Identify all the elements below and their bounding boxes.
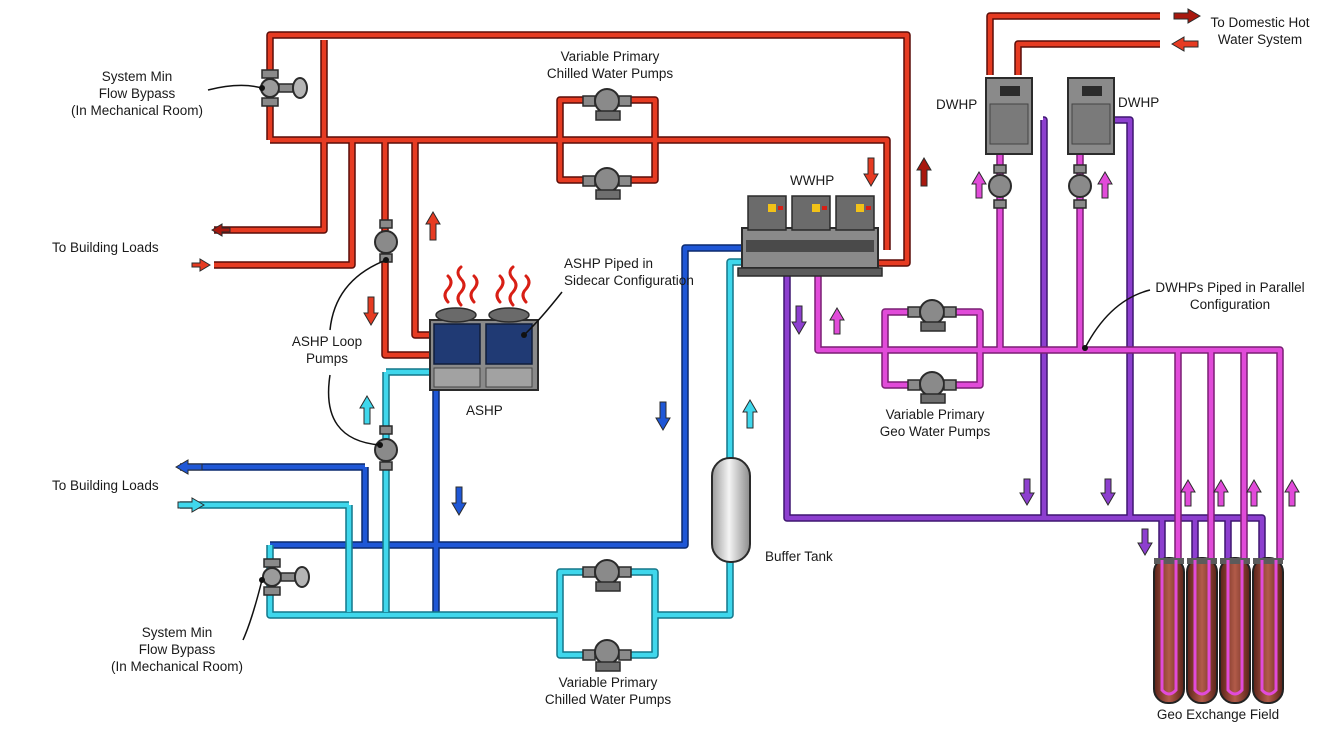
chw-pump-top-1 (582, 88, 632, 121)
geo-exchange-field (1153, 557, 1284, 704)
leader-line (329, 259, 387, 331)
ashp-unit (429, 307, 539, 391)
chw-pumps-top-label: Variable Primary Chilled Water Pumps (546, 49, 674, 81)
arrow-up-icon (1097, 171, 1113, 199)
leader-line (242, 579, 263, 641)
dwhp-pump-2 (1068, 164, 1092, 209)
arrow-down-icon (1137, 528, 1153, 556)
arrow-up-icon (829, 307, 845, 335)
borehole (1186, 557, 1218, 704)
bypass-valve-bottom (262, 558, 310, 596)
dwhp-unit-right (1067, 77, 1115, 155)
arrow-up-icon (1246, 479, 1262, 507)
bypass-valve-top (260, 69, 308, 107)
arrow-right-icon (1173, 8, 1201, 24)
ashp-label: ASHP (466, 403, 503, 418)
dwhp-left-label: DWHP (936, 97, 978, 112)
arrow-down-icon (363, 296, 379, 326)
arrow-up-icon (425, 211, 441, 241)
leader-dots (259, 85, 1088, 583)
arrow-up-icon (971, 171, 987, 199)
building-loads-top-label: To Building Loads (52, 240, 159, 255)
heat-wave-icon (443, 265, 531, 307)
chw-pump-top-2 (582, 167, 632, 200)
arrow-down-icon (1019, 478, 1035, 506)
ashp-loop-pumps-label: ASHP Loop Pumps (291, 334, 363, 366)
chw-pump-bottom-2 (582, 639, 632, 672)
geo-pumps-label: Variable Primary Geo Water Pumps (879, 407, 991, 439)
leader-line (1084, 289, 1151, 349)
arrow-down-icon (1100, 478, 1116, 506)
arrow-down-icon (655, 401, 671, 431)
leader-line (327, 374, 381, 446)
leader-line (523, 291, 563, 336)
arrow-right-icon (177, 497, 205, 513)
arrow-up-icon (916, 157, 932, 187)
arrow-up-icon (1180, 479, 1196, 507)
arrow-up-icon (359, 395, 375, 425)
wwhp-unit (737, 195, 883, 277)
wwhp-label: WWHP (790, 173, 835, 188)
ashp-loop-pump-2 (374, 425, 398, 471)
arrow-up-icon (1213, 479, 1229, 507)
ashp-loop-pump-1 (374, 219, 398, 263)
hot-water-piping (214, 12, 1160, 359)
geo-pump-2 (907, 371, 957, 404)
dwhp-right-label: DWHP (1118, 95, 1160, 110)
geo-field-label: Geo Exchange Field (1156, 707, 1280, 722)
arrow-left-icon (1171, 36, 1199, 52)
leader-line (207, 84, 263, 91)
dwhp-pump-1 (988, 164, 1012, 209)
chw-pump-bottom-1 (582, 559, 632, 592)
ashp-sidecar-label: ASHP Piped in Sidecar Configuration (564, 256, 694, 288)
arrow-left-icon (175, 459, 203, 475)
buffer-tank (711, 457, 751, 563)
arrow-up-icon (742, 399, 758, 429)
borehole (1153, 557, 1185, 704)
borehole (1252, 557, 1284, 704)
dwhp-unit-left (985, 77, 1033, 155)
dwhps-parallel-label: DWHPs Piped in Parallel Configuration (1155, 280, 1305, 312)
arrow-down-icon (791, 305, 807, 335)
bypass-bottom-label: System Min Flow Bypass (In Mechanical Ro… (110, 625, 244, 674)
arrow-left-icon (211, 223, 231, 237)
domestic-hot-water-label: To Domestic Hot Water System (1210, 15, 1310, 47)
arrow-down-icon (451, 486, 467, 516)
borehole (1219, 557, 1251, 704)
leader-lines (207, 84, 1151, 641)
geo-pump-1 (907, 299, 957, 332)
arrow-down-icon (863, 157, 879, 187)
flow-arrows (175, 8, 1300, 556)
arrow-right-icon (191, 258, 211, 272)
chw-pumps-bottom-label: Variable Primary Chilled Water Pumps (544, 675, 672, 707)
building-loads-bottom-label: To Building Loads (52, 478, 159, 493)
arrow-up-icon (1284, 479, 1300, 507)
buffer-tank-label: Buffer Tank (765, 549, 833, 564)
bypass-top-label: System Min Flow Bypass (In Mechanical Ro… (70, 69, 204, 118)
